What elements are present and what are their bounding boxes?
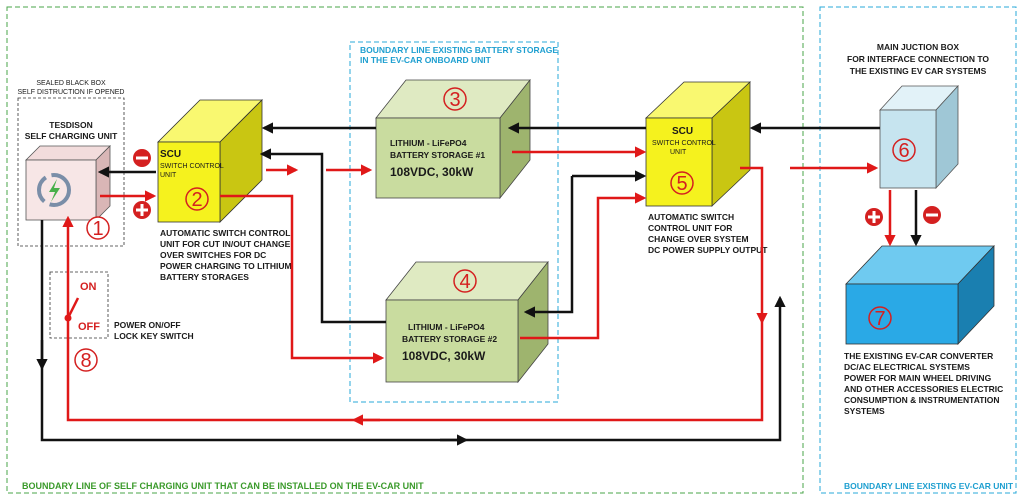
unit-5-desc-2: CONTROL UNIT FOR — [648, 223, 732, 233]
switch-lever-icon — [66, 297, 80, 319]
negative-wiring — [36, 122, 922, 446]
unit-2-title: SCU — [160, 149, 181, 160]
positive-wiring — [62, 146, 896, 426]
sealed-note-1: SEALED BLACK BOX — [36, 80, 106, 87]
unit-6-title-1: MAIN JUCTION BOX — [877, 42, 960, 52]
unit-2-desc-1: AUTOMATIC SWITCH CONTROL — [160, 228, 290, 238]
unit-8-label-1: POWER ON/OFF — [114, 320, 181, 330]
unit-2-desc-3: OVER SWITCHES FOR DC — [160, 250, 266, 260]
unit-2-desc-2: UNIT FOR CUT IN/OUT CHANGE — [160, 239, 291, 249]
unit-7-desc-3: POWER FOR MAIN WHEEL DRIVING — [844, 373, 992, 383]
unit-1-self-charging: SEALED BLACK BOX SELF DISTRUCTION IF OPE… — [18, 80, 125, 240]
unit-7-desc-1: THE EXISTING EV-CAR CONVERTER — [844, 351, 993, 361]
unit-7-desc-2: DC/AC ELECTRICAL SYSTEMS — [844, 362, 970, 372]
sealed-note-2: SELF DISTRUCTION IF OPENED — [18, 89, 125, 96]
negative-sign-ev-icon — [923, 206, 941, 224]
unit-3-number: 3 — [449, 89, 460, 111]
boundary-ev-car-label: BOUNDARY LINE EXISTING EV-CAR UNIT — [844, 481, 1014, 491]
unit-7-number: 7 — [874, 308, 885, 330]
unit-5-subtitle-2: UNIT — [670, 149, 687, 156]
unit-3-line-3: 108VDC, 30kW — [390, 165, 474, 179]
boundary-self-charging-label: BOUNDARY LINE OF SELF CHARGING UNIT THAT… — [22, 481, 424, 491]
unit-2-number: 2 — [191, 189, 202, 211]
unit-1-number: 1 — [92, 218, 103, 240]
unit-6-junction-box: MAIN JUCTION BOX FOR INTERFACE CONNECTIO… — [847, 42, 989, 190]
unit-1-title-1: TESDISON — [49, 120, 92, 130]
unit-2-scu: SCU SWITCH CONTROL UNIT 2 AUTOMATIC SWIT… — [157, 99, 292, 282]
battery-boundary-label-2: IN THE EV-CAR ONBOARD UNIT — [360, 55, 492, 65]
boundary-ev-car — [819, 6, 1017, 494]
unit-5-title: SCU — [672, 126, 693, 137]
unit-5-desc-4: DC POWER SUPPLY OUTPUT — [648, 245, 768, 255]
unit-2-subtitle-2: UNIT — [160, 172, 177, 179]
unit-7-desc-6: SYSTEMS — [844, 406, 885, 416]
unit-8-label-2: LOCK KEY SWITCH — [114, 331, 194, 341]
unit-7-desc-4: AND OTHER ACCESSORIES ELECTRIC — [844, 384, 1003, 394]
switch-boundary — [49, 271, 109, 339]
unit-6-title-3: THE EXISTING EV CAR SYSTEMS — [850, 66, 987, 76]
unit-2-desc-5: BATTERY STORAGES — [160, 272, 249, 282]
unit-5-desc-1: AUTOMATIC SWITCH — [648, 212, 734, 222]
unit-4-line-3: 108VDC, 30kW — [402, 349, 486, 363]
unit-4-line-2: BATTERY STORAGE #2 — [402, 334, 497, 344]
unit-1-title-2: SELF CHARGING UNIT — [25, 131, 118, 141]
unit-2-subtitle-1: SWITCH CONTROL — [160, 163, 224, 170]
negative-sign-icon — [133, 149, 151, 167]
boundary-battery-storage — [349, 41, 559, 403]
boundary-self-charging — [6, 6, 804, 494]
positive-sign-ev-icon — [865, 208, 883, 226]
unit-7-ev-converter: 7 THE EXISTING EV-CAR CONVERTER DC/AC EL… — [844, 244, 1003, 416]
unit-8-number: 8 — [80, 350, 91, 372]
unit-3-battery-1: 3 LITHIUM - LiFePO4 BATTERY STORAGE #1 1… — [375, 78, 531, 200]
positive-sign-icon — [133, 201, 151, 219]
unit-4-line-1: LITHIUM - LiFePO4 — [408, 322, 485, 332]
unit-5-desc-3: CHANGE OVER SYSTEM — [648, 234, 749, 244]
switch-off-label: OFF — [78, 321, 100, 333]
unit-5-scu: SCU SWITCH CONTROL UNIT 5 AUTOMATIC SWIT… — [644, 81, 768, 255]
unit-2-desc-4: POWER CHARGING TO LITHIUM — [160, 261, 292, 271]
unit-7-desc-5: CONSUMPTION & INSTRUMENTATION — [844, 395, 1000, 405]
recycle-charging-icon — [37, 173, 71, 207]
unit-8-power-switch: ON OFF 8 POWER ON/OFF LOCK KEY SWITCH — [64, 281, 194, 372]
unit-4-battery-2: 4 LITHIUM - LiFePO4 BATTERY STORAGE #2 1… — [385, 260, 549, 384]
battery-boundary-label-1: BOUNDARY LINE EXISTING BATTERY STORAGE — [360, 45, 558, 55]
unit-4-number: 4 — [459, 271, 470, 293]
unit-6-title-2: FOR INTERFACE CONNECTION TO — [847, 54, 989, 64]
unit-3-line-1: LITHIUM - LiFePO4 — [390, 138, 467, 148]
unit-3-line-2: BATTERY STORAGE #1 — [390, 150, 485, 160]
switch-on-label: ON — [80, 281, 97, 293]
unit-5-subtitle-1: SWITCH CONTROL — [652, 140, 716, 147]
unit-5-number: 5 — [676, 173, 687, 195]
unit-6-number: 6 — [898, 140, 909, 162]
